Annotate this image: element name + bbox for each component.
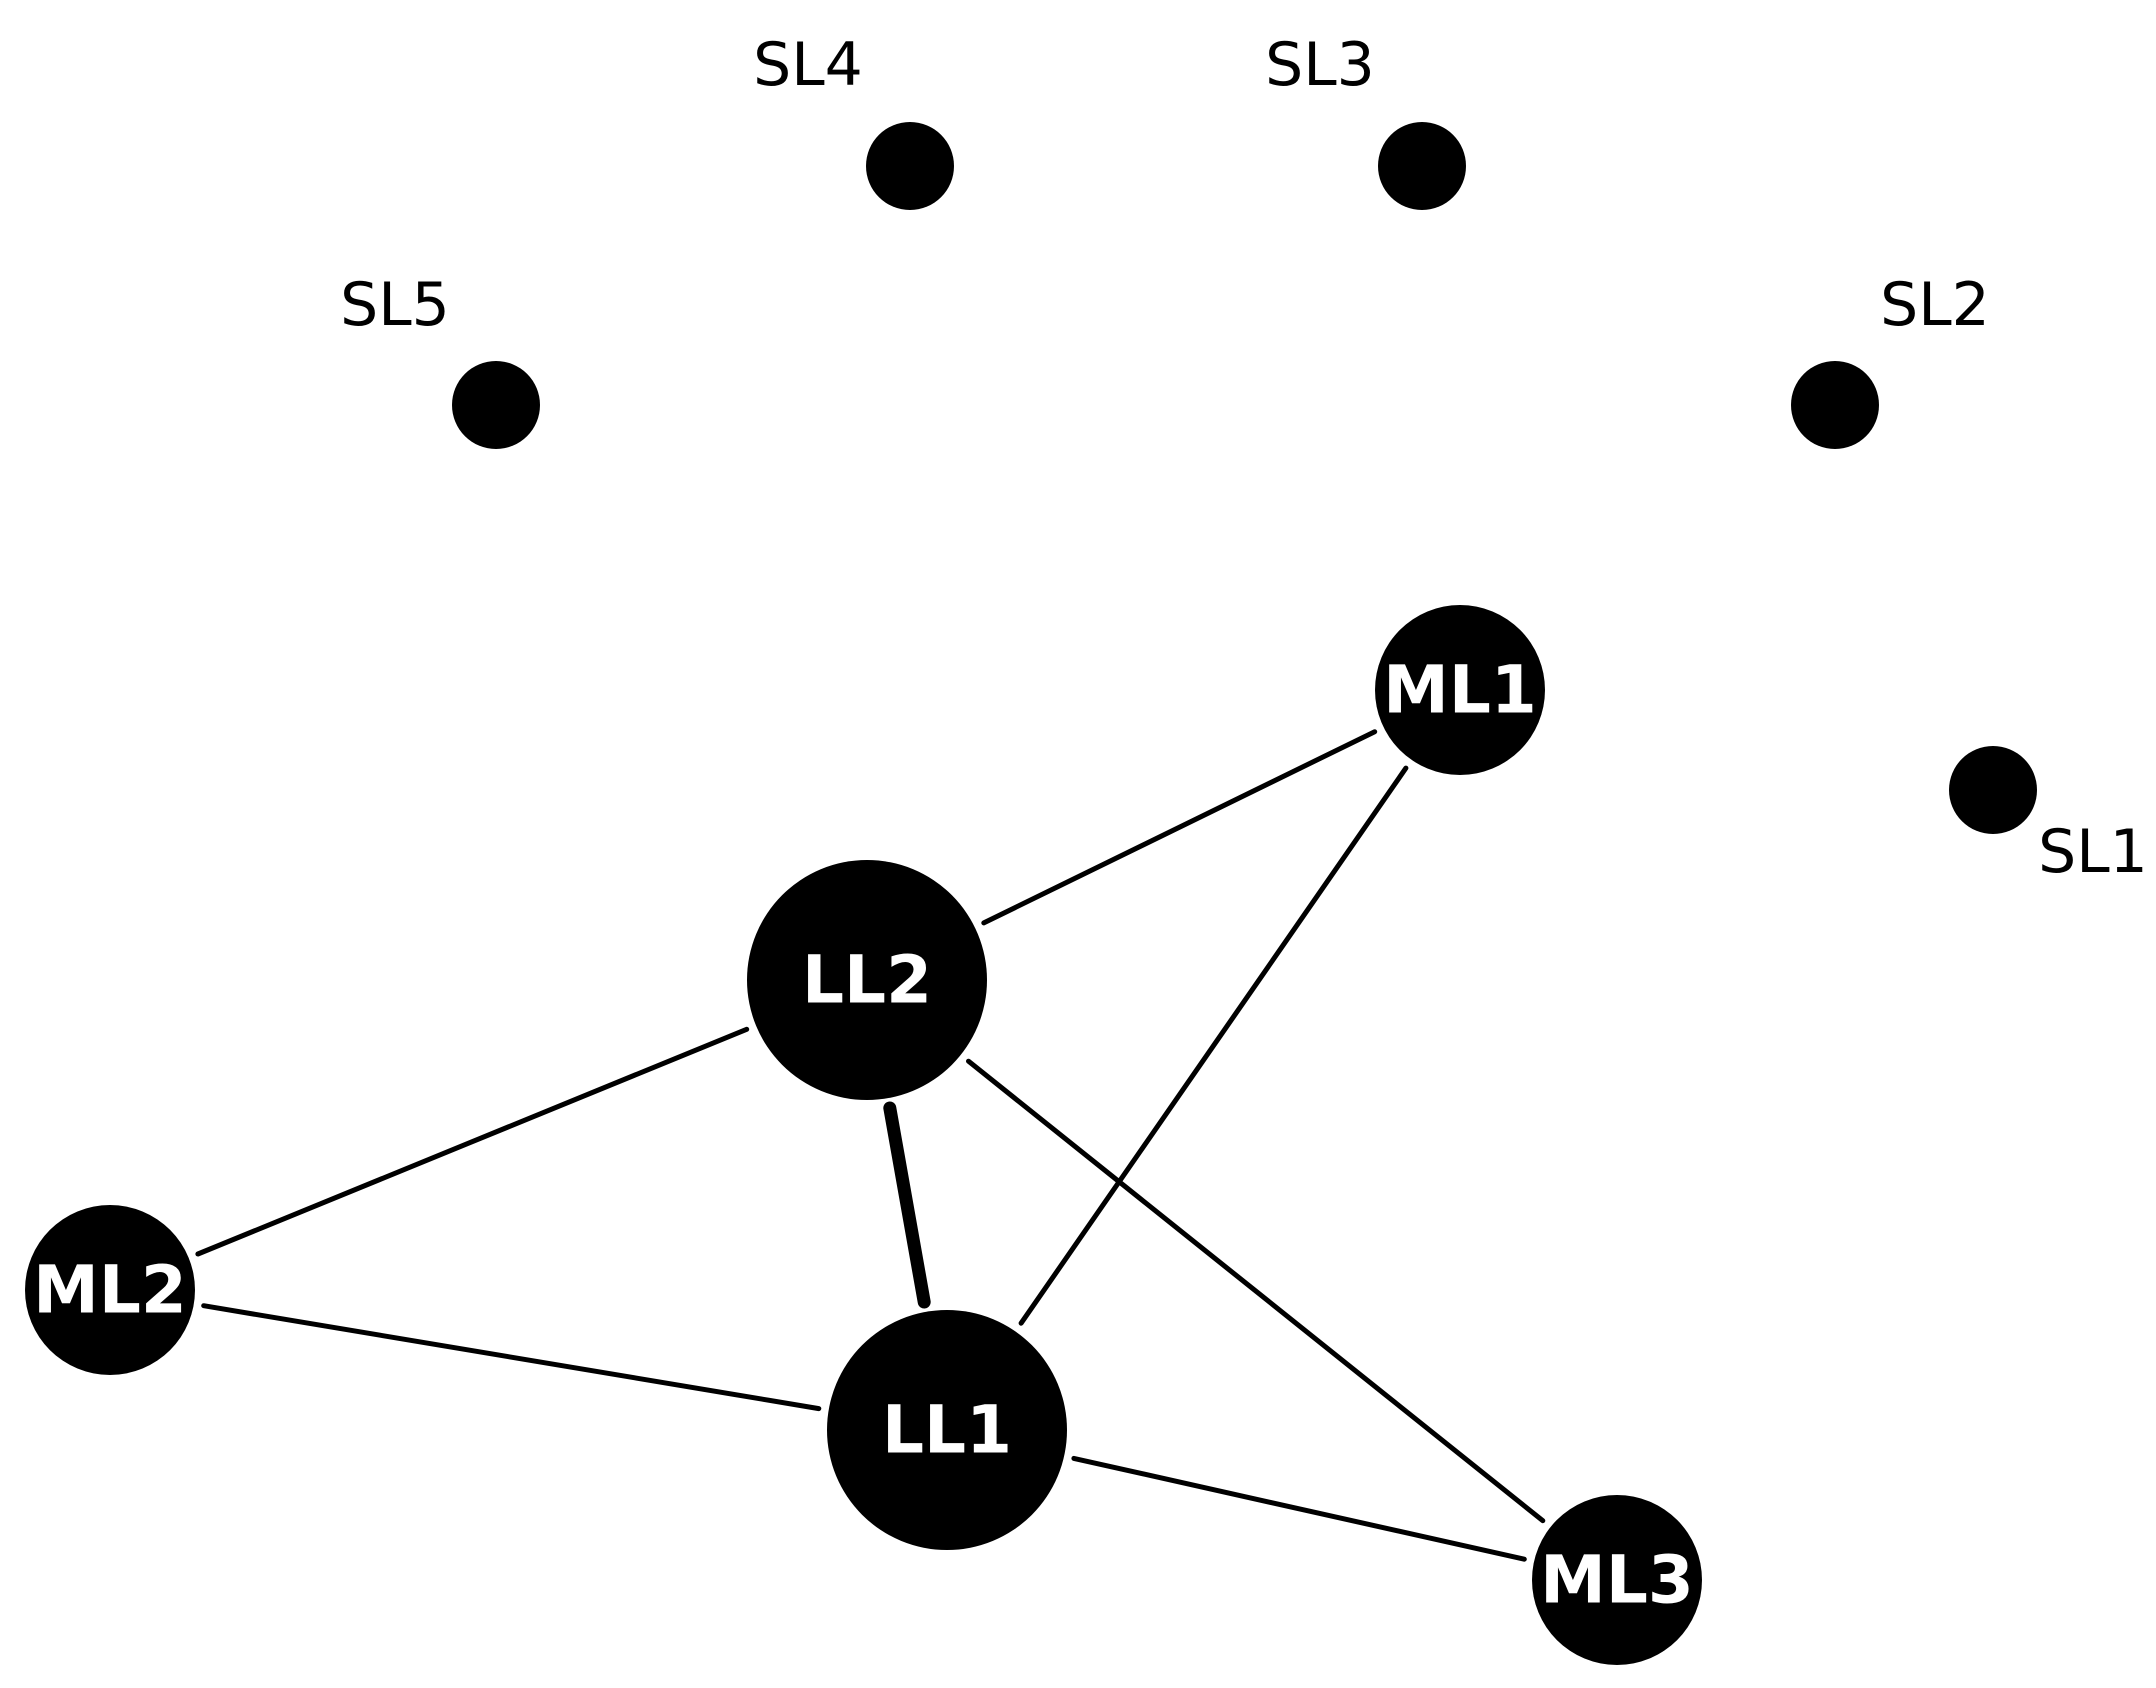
node-sl4-label: SL4 [753,30,863,100]
node-ll2-circle [747,860,987,1100]
node-ml2-circle [25,1205,195,1375]
node-ml2: ML2 [25,1205,195,1375]
node-ml3-circle [1532,1495,1702,1665]
node-sl3: SL3 [1265,30,1466,210]
node-sl4: SL4 [753,30,954,210]
node-ml1-circle [1375,605,1545,775]
node-sl1: SL1 [1949,746,2148,887]
node-sl3-circle [1378,122,1466,210]
node-sl1-label: SL1 [2038,817,2148,887]
node-sl5-circle [452,361,540,449]
node-sl3-label: SL3 [1265,30,1375,100]
node-ll2-label: LL2 [802,942,932,1019]
edge-ll2-ml2 [195,1026,750,1257]
node-sl5: SL5 [340,270,540,449]
node-ll1: LL1 [827,1310,1067,1550]
edge-ll2-ml3 [966,1058,1546,1524]
edge-ll2-ll1 [883,1101,931,1309]
node-sl2: SL2 [1791,270,1990,449]
node-sl1-circle [1949,746,2037,834]
node-ml1-label: ML1 [1383,652,1537,729]
node-ml3-label: ML3 [1540,1542,1694,1619]
node-ll1-label: LL1 [882,1392,1012,1469]
node-ml1: ML1 [1375,605,1545,775]
node-ll2: LL2 [747,860,987,1100]
node-sl2-label: SL2 [1880,270,1990,340]
node-ml2-label: ML2 [33,1252,187,1329]
node-sl4-circle [866,122,954,210]
node-ll1-circle [827,1310,1067,1550]
edge-ll2-ml1 [981,729,1378,926]
node-sl5-label: SL5 [340,270,450,340]
node-ml3: ML3 [1532,1495,1702,1665]
edge-ll1-ml3 [1071,1455,1527,1562]
edge-ll1-ml1 [1018,765,1409,1326]
edges-layer [195,729,1546,1562]
edge-ll1-ml2 [201,1303,822,1412]
node-sl2-circle [1791,361,1879,449]
